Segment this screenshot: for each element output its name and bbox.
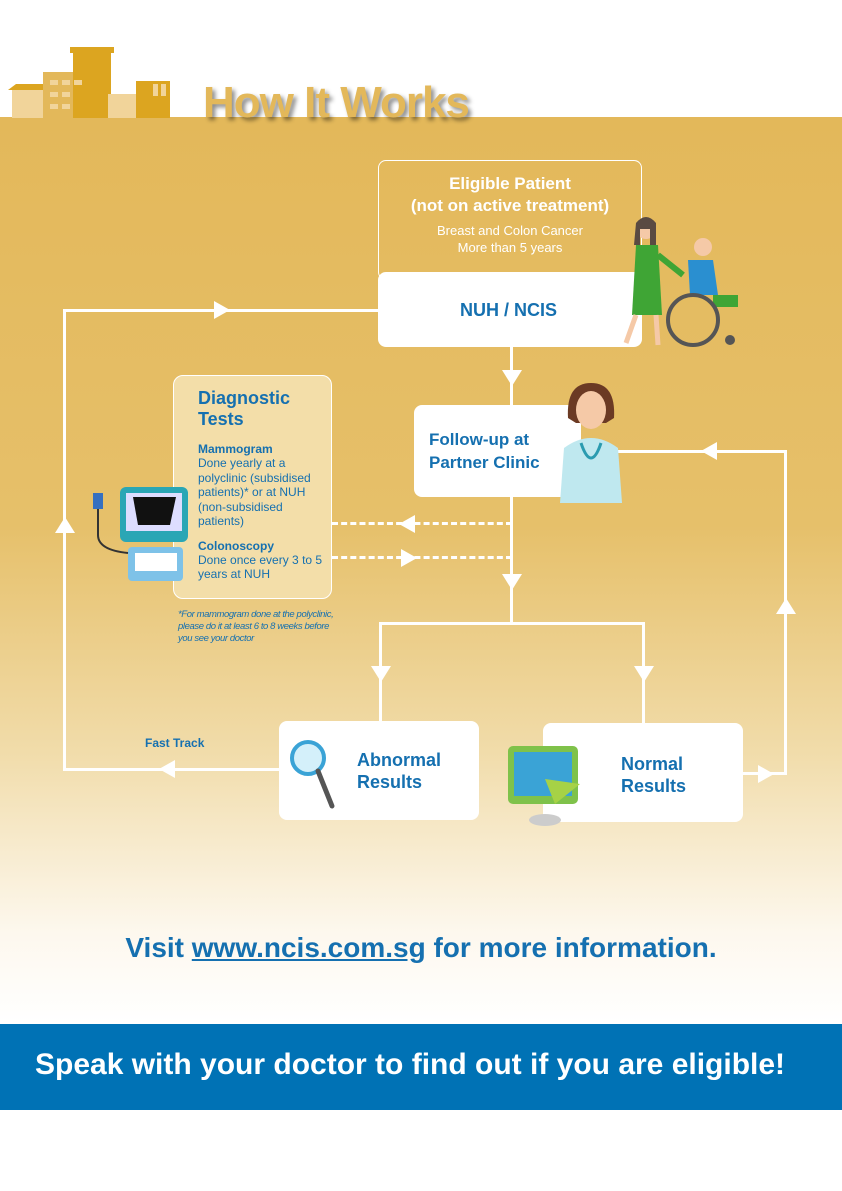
arrow-down-icon: [371, 666, 391, 682]
follow-up-box: Follow-up at Partner Clinic: [414, 405, 581, 497]
normal-line2: Results: [621, 776, 687, 796]
connector: [580, 450, 787, 453]
diagnostic-title-line2: Tests: [198, 409, 244, 429]
eligible-duration: More than 5 years: [457, 240, 563, 255]
colonoscopy-title: Colonoscopy: [198, 538, 275, 553]
abnormal-line1: Abnormal: [357, 750, 442, 770]
ncis-website-link[interactable]: www.ncis.com.sg: [191, 932, 426, 963]
follow-up-line1: Follow-up at: [429, 430, 530, 449]
arrow-right-icon: [758, 765, 774, 783]
arrow-left-icon: [701, 442, 717, 460]
nuh-ncis-label: NUH / NCIS: [460, 300, 558, 320]
normal-line1: Normal: [621, 754, 684, 774]
visit-post: for more information.: [425, 932, 717, 963]
arrow-left-icon: [399, 515, 415, 533]
arrow-down-icon: [502, 370, 522, 386]
fast-track-label: Fast Track: [145, 736, 205, 750]
eligible-title: Eligible Patient: [449, 174, 571, 193]
mammogram-title: Mammogram: [198, 442, 273, 456]
abnormal-line2: Results: [357, 772, 423, 792]
doctor-illustration: [560, 383, 622, 503]
dashed-connector: [332, 556, 512, 559]
connector: [63, 309, 66, 771]
chart-monitor-icon: [508, 746, 580, 826]
visit-pre: Visit: [125, 932, 192, 963]
arrow-left-icon: [159, 760, 175, 778]
magnifier-icon: [290, 740, 335, 809]
mammogram-text: Done yearly at a polyclinic (subsidised …: [198, 456, 311, 528]
arrow-down-icon: [502, 574, 522, 590]
medical-monitor-illustration: [93, 487, 188, 581]
eligible-patient-box: Eligible Patient (not on active treatmen…: [378, 160, 642, 280]
buildings-icon: [8, 47, 170, 118]
arrow-up-icon: [55, 517, 75, 533]
connector: [379, 622, 645, 625]
eligibility-banner: Speak with your doctor to find out if yo…: [0, 1024, 842, 1110]
connector: [510, 497, 513, 624]
eligible-cancer-types: Breast and Colon Cancer: [437, 223, 583, 238]
eligible-subtitle: (not on active treatment): [410, 196, 610, 215]
patient-wheelchair-illustration: [623, 217, 738, 347]
arrow-right-icon: [401, 549, 417, 567]
arrow-up-icon: [776, 598, 796, 614]
dashed-connector: [332, 522, 512, 525]
follow-up-line2: Partner Clinic: [429, 453, 540, 472]
mammogram-footnote: *For mammogram done at the polyclinic, p…: [178, 609, 334, 644]
diagnostic-title-line1: Diagnostic: [198, 388, 291, 408]
arrow-down-icon: [634, 666, 654, 682]
arrow-right-icon: [214, 301, 230, 319]
nuh-ncis-box: NUH / NCIS: [378, 272, 642, 347]
colonoscopy-text: Done once every 3 to 5 years at NUH: [198, 552, 323, 582]
visit-text: Visit www.ncis.com.sg for more informati…: [0, 932, 842, 964]
page-title: How It Works: [203, 78, 470, 127]
